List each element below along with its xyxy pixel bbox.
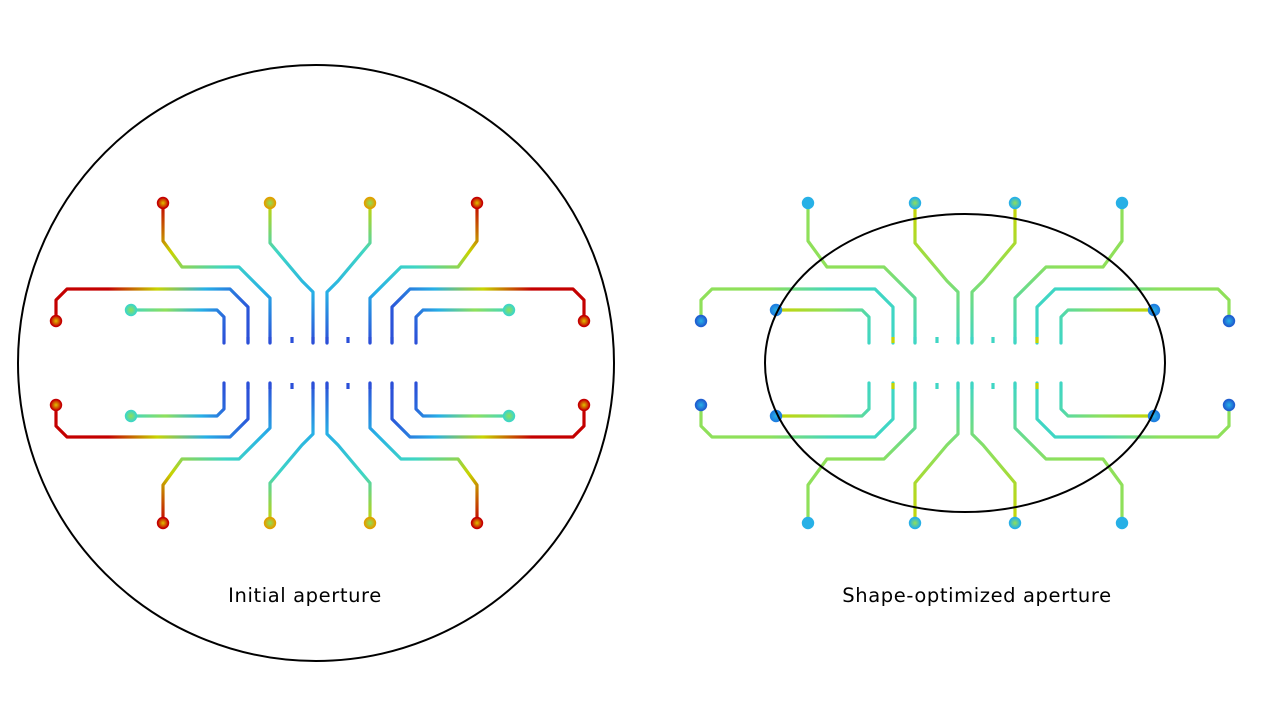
pad-top-outer-3 [470,516,484,530]
pad-top-outer-3 [1115,516,1129,530]
pad-inner-side-2 [124,409,138,423]
caption-initial: Initial aperture [228,584,382,607]
trace-inner-side-3 [1059,381,1156,418]
trace-top-inner-0 [268,201,315,345]
pad-top-inner-3 [1008,516,1022,530]
trace-top-outer-0 [806,201,917,345]
pad-inner-side-0 [124,303,138,317]
pad-outer-side-1 [577,314,591,328]
pad-top-inner-1 [1008,196,1022,210]
pad-top-outer-0 [156,196,170,210]
trace-top-inner-3 [325,381,372,525]
pad-top-outer-1 [470,196,484,210]
trace-outer-side-2 [699,381,895,439]
trace-top-inner-2 [268,381,315,525]
trace-top-inner-2 [913,381,960,525]
aperture-outline-circle [17,64,615,662]
pad-outer-side-2 [694,398,708,412]
trace-outer-side-1 [390,287,586,345]
pad-top-outer-1 [1115,196,1129,210]
trace-top-outer-0 [161,201,272,345]
trace-top-outer-1 [1013,201,1124,345]
aperture-outline-ellipse [764,213,1166,513]
pad-outer-side-2 [49,398,63,412]
trace-top-outer-1 [368,201,479,345]
pad-top-inner-1 [363,196,377,210]
trace-outer-side-0 [54,287,250,345]
trace-inner-side-1 [1059,308,1156,345]
caption-optimized: Shape-optimized aperture [842,584,1111,607]
pad-top-outer-0 [801,196,815,210]
pad-top-inner-2 [263,516,277,530]
pad-outer-side-3 [577,398,591,412]
trace-top-inner-3 [970,381,1017,525]
trace-inner-side-1 [414,308,511,345]
pad-inner-side-3 [502,409,516,423]
pad-top-inner-2 [908,516,922,530]
trace-inner-side-2 [774,381,871,418]
trace-outer-side-3 [390,381,586,439]
panel-optimized-aperture: Shape-optimized aperture [694,196,1236,607]
pad-top-inner-0 [908,196,922,210]
pad-top-inner-0 [263,196,277,210]
pad-outer-side-1 [1222,314,1236,328]
trace-top-outer-2 [806,381,917,525]
pad-outer-side-0 [694,314,708,328]
trace-layout-optimized [694,196,1236,530]
trace-top-outer-3 [368,381,479,525]
trace-top-outer-2 [161,381,272,525]
trace-inner-side-3 [414,381,511,418]
trace-outer-side-1 [1035,287,1231,345]
trace-top-inner-1 [970,201,1017,345]
trace-top-outer-3 [1013,381,1124,525]
trace-outer-side-3 [1035,381,1231,439]
trace-top-inner-1 [325,201,372,345]
trace-layout-initial [49,196,591,530]
pad-top-outer-2 [801,516,815,530]
trace-inner-side-0 [129,308,226,345]
trace-top-inner-0 [913,201,960,345]
pad-top-outer-2 [156,516,170,530]
pad-outer-side-0 [49,314,63,328]
pad-inner-side-1 [502,303,516,317]
panel-initial-aperture: Initial aperture [17,64,615,662]
trace-inner-side-0 [774,308,871,345]
trace-inner-side-2 [129,381,226,418]
trace-outer-side-2 [54,381,250,439]
pad-outer-side-3 [1222,398,1236,412]
trace-outer-side-0 [699,287,895,345]
pad-top-inner-3 [363,516,377,530]
